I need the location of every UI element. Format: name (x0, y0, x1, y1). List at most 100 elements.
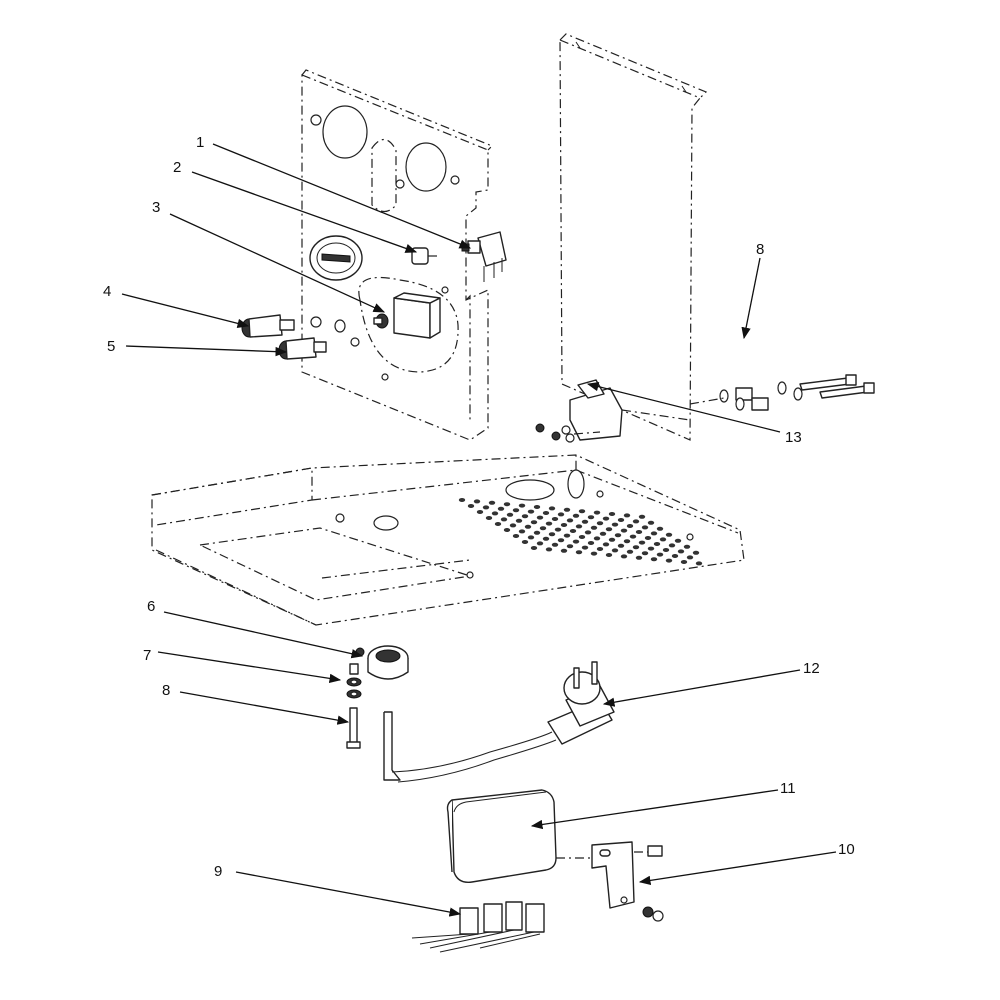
perforation-hole (596, 521, 604, 526)
perforation-hole (500, 517, 508, 522)
front-panel (301, 69, 494, 441)
perforation-hole (575, 524, 583, 529)
callout-labels: 1 2 3 4 5 6 7 8 8 9 10 11 12 13 (103, 134, 855, 880)
callout-6: 6 (147, 598, 155, 615)
perforation-hole (647, 520, 655, 525)
perforation-hole (635, 530, 643, 534)
perforation-hole (599, 531, 607, 536)
perforation-hole (593, 510, 601, 515)
perforation-hole (578, 509, 586, 514)
perforation-hole (608, 537, 616, 542)
perforation-hole (485, 516, 493, 520)
perforation-hole (467, 504, 475, 508)
perforation-hole (533, 505, 541, 509)
perforation-hole (692, 550, 700, 555)
perforation-hole (488, 500, 496, 505)
part-3-toggle-switch (373, 292, 441, 339)
perforation-hole (551, 517, 559, 521)
perforation-hole (572, 539, 580, 544)
part-8-bolt-lower (346, 707, 361, 749)
perforation-hole (542, 536, 550, 541)
perforation-hole (596, 547, 604, 551)
part-7-washers (346, 663, 362, 699)
perforation-hole (629, 534, 637, 539)
perforation-hole (557, 538, 565, 543)
perforation-hole (581, 545, 589, 550)
perforation-hole (593, 536, 601, 541)
perforation-hole (620, 528, 628, 533)
perforation-hole (620, 554, 628, 559)
perforation-hole (545, 547, 553, 552)
perforation-hole (662, 548, 670, 552)
perforation-hole (569, 529, 577, 533)
perforation-hole (524, 524, 532, 529)
perforation-hole (584, 530, 592, 535)
perforation-hole (560, 548, 568, 553)
perforation-hole (497, 506, 505, 511)
perforation-hole (491, 511, 499, 516)
perforation-hole (548, 506, 556, 511)
perforation-hole (695, 561, 703, 566)
perforation-hole (548, 532, 556, 537)
perforation-hole (665, 532, 673, 537)
callout-1: 1 (196, 134, 204, 151)
perforation-hole (623, 513, 631, 518)
perforation-hole (632, 519, 640, 524)
perforation-hole (509, 523, 517, 528)
base-tray (151, 454, 745, 626)
perforation-hole (494, 522, 502, 526)
perforation-hole (608, 512, 616, 516)
perforation-hole (641, 551, 649, 556)
callout-9: 9 (214, 863, 222, 880)
leader-lines (121, 143, 837, 917)
callout-3: 3 (152, 199, 160, 216)
part-9-connectors (411, 901, 545, 953)
perforation-hole (638, 514, 646, 519)
part-10-bracket (591, 841, 664, 922)
perforation-hole (512, 534, 520, 538)
callout-8-lower: 8 (162, 682, 170, 699)
perforation-hole (521, 540, 529, 544)
tray-perforations (458, 498, 703, 566)
perforation-hole (533, 530, 541, 535)
perforation-hole (563, 533, 571, 538)
perforation-hole (638, 540, 646, 545)
perforation-hole (632, 545, 640, 550)
part-13-bracket (535, 379, 691, 443)
perforation-hole (530, 520, 538, 525)
callout-11: 11 (780, 780, 796, 797)
perforation-hole (650, 531, 658, 536)
perforation-hole (611, 548, 619, 553)
perforation-hole (674, 538, 682, 543)
perforation-hole (605, 527, 613, 532)
perforation-hole (527, 535, 535, 540)
part-6-thermostat (355, 645, 409, 680)
perforation-hole (578, 535, 586, 539)
callout-10: 10 (838, 841, 855, 858)
perforation-hole (515, 518, 523, 523)
part-12-power-cord (383, 661, 615, 783)
part-2-indicator (411, 247, 440, 265)
perforation-hole (476, 510, 484, 514)
perforation-hole (653, 542, 661, 546)
perforation-hole (530, 546, 538, 550)
perforation-hole (560, 523, 568, 527)
perforation-hole (617, 518, 625, 522)
perforation-hole (647, 546, 655, 551)
perforation-hole (635, 555, 643, 560)
perforation-hole (557, 512, 565, 517)
perforation-hole (686, 555, 694, 560)
perforation-hole (590, 551, 598, 556)
perforation-hole (572, 513, 580, 518)
perforation-hole (614, 533, 622, 538)
perforation-hole (626, 549, 634, 554)
perforation-hole (521, 514, 529, 519)
callout-8-upper: 8 (756, 241, 764, 258)
callout-13: 13 (785, 429, 802, 446)
perforation-hole (656, 552, 664, 557)
perforation-hole (680, 560, 688, 564)
perforation-hole (518, 503, 526, 508)
perforation-hole (581, 519, 589, 524)
